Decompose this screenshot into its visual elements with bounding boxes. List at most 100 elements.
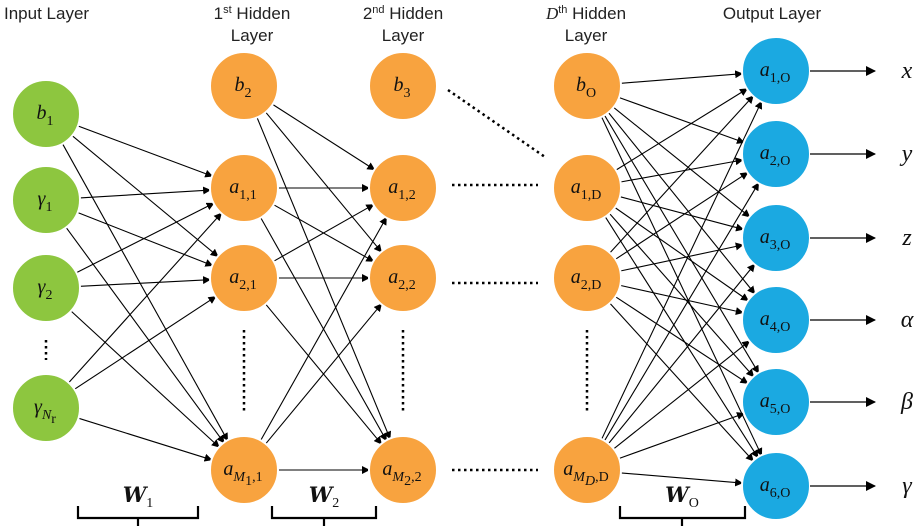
network-nodes: b1γ1γ2γNrb2a1,1a2,1aM1,1b3a1,2a2,2aM2,2b…: [11, 36, 811, 521]
node-label-base: a: [760, 226, 770, 248]
node-label-tail: ,D: [595, 470, 609, 485]
node-label-sub: N: [41, 408, 52, 423]
hiddenD-title-num: D: [545, 4, 559, 23]
output-node-label: a2,O: [760, 142, 791, 169]
node-label-base: a: [388, 266, 398, 288]
hidden1-node-label: b2: [235, 74, 252, 101]
hidden1-node-label: a1,1: [229, 176, 257, 203]
output-node: a5,O: [741, 367, 811, 437]
hidden2-node-circle: [368, 243, 438, 313]
hidden2-node-circle: [368, 435, 438, 505]
node-label-sub: 2: [45, 288, 52, 303]
hidden2-node: aM2,2: [368, 435, 438, 505]
edge-hiddenD-to-output: [615, 172, 749, 260]
edge-hiddenD-to-output: [620, 242, 744, 272]
node-label-base: a: [760, 59, 770, 81]
edge-hidden1-to-hidden2: [260, 216, 387, 441]
hidden1-node-label: a2,1: [229, 266, 257, 293]
w2-base: W: [309, 482, 335, 507]
w1-base: W: [123, 482, 149, 507]
output-node-label: a4,O: [760, 308, 791, 335]
w1-sub: 1: [146, 496, 153, 511]
node-label-sub: 5,O: [770, 402, 791, 417]
edge-input-to-hidden1: [78, 417, 213, 462]
output-variable-label: z: [901, 225, 912, 251]
node-label-base: b: [235, 74, 245, 96]
hidden2-node-label: a2,2: [388, 266, 416, 293]
input-node: γ1: [11, 165, 81, 235]
node-label-sub: 2,1: [239, 278, 257, 293]
hidden1-layer-title: 1st Hidden: [214, 4, 291, 23]
hiddenD-node-circle: [552, 153, 622, 223]
edge-hiddenD-to-output: [618, 96, 745, 144]
edge-hiddenD-to-output: [615, 88, 748, 171]
edge-hiddenD-to-output: [601, 116, 763, 457]
edge-hiddenD-to-output: [620, 472, 744, 487]
node-label-base: a: [563, 458, 573, 480]
hiddenD-node: a1,D: [552, 153, 622, 223]
output-variable-label: β: [900, 389, 913, 415]
wo-sub: O: [689, 496, 699, 511]
wo-base: W: [665, 482, 691, 507]
node-label-sub: 2,2: [398, 278, 416, 293]
node-label-subsub: D: [584, 474, 595, 489]
output-variable-label: γ: [902, 473, 912, 499]
edge-input-to-hidden1: [62, 143, 228, 442]
node-label-sub: M: [572, 470, 586, 485]
input-node-label: b1: [37, 102, 54, 129]
node-label-base: a: [382, 458, 392, 480]
input-node-circle: [11, 373, 81, 443]
input-layer-title: Input Layer: [4, 4, 89, 23]
node-label-base: γ: [38, 276, 47, 298]
edge-input-to-hidden1: [70, 310, 220, 448]
hidden2-node-circle: [368, 51, 438, 121]
edge-hidden1-to-hidden2: [272, 103, 376, 171]
input-node-label: γ1: [38, 188, 53, 215]
output-node-label: a6,O: [760, 474, 791, 501]
hiddenD-title-sup: th: [558, 4, 567, 16]
hiddenD-layer-title-line2: Layer: [565, 26, 608, 45]
edge-hiddenD-to-output: [604, 182, 760, 442]
edge-hiddenD-to-output: [613, 106, 751, 218]
node-label-sub: M: [232, 470, 246, 485]
node-label-sub: 3: [404, 86, 411, 101]
layer-titles: Input Layer 1st Hidden Layer 2nd Hidden …: [4, 4, 821, 45]
hiddenD-node: a2,D: [552, 243, 622, 313]
hidden1-title-sup: st: [223, 4, 232, 16]
w2-label: W2: [309, 482, 340, 511]
hidden2-title-rest: Hidden: [385, 4, 444, 23]
edge-hiddenD-to-output: [609, 302, 754, 462]
hidden2-node: a1,2: [368, 153, 438, 223]
node-label-base: a: [223, 458, 233, 480]
hidden1-node: aM1,1: [209, 435, 279, 505]
node-label-base: γ: [34, 396, 43, 418]
hiddenD-node-circle: [552, 51, 622, 121]
hiddenD-node-circle: [552, 435, 622, 505]
node-label-base: a: [571, 176, 581, 198]
hidden2-title-num: 2: [363, 4, 372, 23]
node-label-base: a: [571, 266, 581, 288]
edge-hiddenD-to-output: [604, 114, 760, 374]
hiddenD-layer-title: Dth Hidden: [545, 4, 626, 23]
hidden1-node-circle: [209, 153, 279, 223]
w1-label: W1: [123, 482, 154, 511]
hidden1-node-circle: [209, 243, 279, 313]
hiddenD-node: bO: [552, 51, 622, 121]
hiddenD-node-label: a1,D: [571, 176, 602, 203]
edge-hidden1-to-hidden2: [265, 111, 382, 253]
hidden2-node-label: aM2,2: [382, 458, 421, 489]
wo-label: WO: [665, 482, 699, 511]
edge-input-to-hidden1: [74, 296, 217, 390]
node-label-tail: ,1: [252, 470, 263, 485]
edge-hiddenD-to-output: [609, 95, 754, 254]
hidden1-node: a1,1: [209, 153, 279, 223]
edge-input-to-hidden1: [68, 212, 222, 384]
node-label-sub: 1,2: [398, 188, 416, 203]
hidden2-layer-title: 2nd Hidden: [363, 4, 443, 23]
input-node-circle: [11, 253, 81, 323]
hiddenD-node-label: a2,D: [571, 266, 602, 293]
node-label-sub: 1,O: [770, 71, 791, 86]
hidden2-title-sup: nd: [372, 4, 384, 16]
node-label-base: b: [37, 102, 47, 124]
output-node: a6,O: [741, 451, 811, 521]
